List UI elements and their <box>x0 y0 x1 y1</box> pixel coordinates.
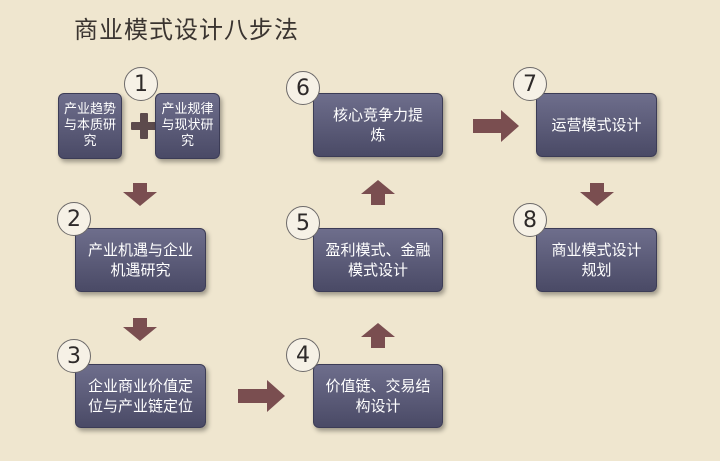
step-8-number: 8 <box>513 203 547 237</box>
step-1-label-a: 产业趋势与本质研究 <box>64 102 117 149</box>
arrow-right-6-7 <box>473 110 519 142</box>
step-7-label: 运营模式设计 <box>551 116 642 134</box>
arrow-right-3-4 <box>238 380 285 412</box>
step-1-label-b: 产业规律与现状研究 <box>161 102 214 149</box>
step-8-label: 商业模式设计规划 <box>551 241 642 279</box>
step-8-box: 商业模式设计规划 <box>536 228 657 292</box>
step-2-box: 产业机遇与企业机遇研究 <box>75 228 206 292</box>
step-6-label: 核心竞争力提炼 <box>333 106 424 144</box>
step-1-box-a: 产业趋势与本质研究 <box>58 93 122 159</box>
step-4-number: 4 <box>286 338 320 372</box>
step-2-number: 2 <box>57 202 91 236</box>
step-4-label: 价值链、交易结构设计 <box>325 377 431 415</box>
step-7-box: 运营模式设计 <box>536 93 657 157</box>
step-3-number: 3 <box>57 339 91 373</box>
step-5-box: 盈利模式、金融模式设计 <box>313 228 443 292</box>
plus-icon <box>131 113 157 139</box>
step-1-number: 1 <box>124 67 158 101</box>
step-1-box-b: 产业规律与现状研究 <box>155 93 220 159</box>
arrow-up-4-5 <box>361 323 395 348</box>
step-5-number: 5 <box>286 206 320 240</box>
arrow-down-1-2 <box>123 183 157 206</box>
step-6-box: 核心竞争力提炼 <box>313 93 443 157</box>
page-title: 商业模式设计八步法 <box>74 16 299 44</box>
arrow-down-2-3 <box>123 318 157 341</box>
arrow-up-5-6 <box>361 180 395 205</box>
step-3-box: 企业商业价值定位与产业链定位 <box>75 364 206 428</box>
step-4-box: 价值链、交易结构设计 <box>313 364 443 428</box>
step-7-number: 7 <box>513 67 547 101</box>
step-3-label: 企业商业价值定位与产业链定位 <box>87 377 193 415</box>
step-5-label: 盈利模式、金融模式设计 <box>325 241 431 279</box>
step-6-number: 6 <box>286 71 320 105</box>
arrow-down-7-8 <box>580 183 614 206</box>
step-2-label: 产业机遇与企业机遇研究 <box>87 241 193 279</box>
